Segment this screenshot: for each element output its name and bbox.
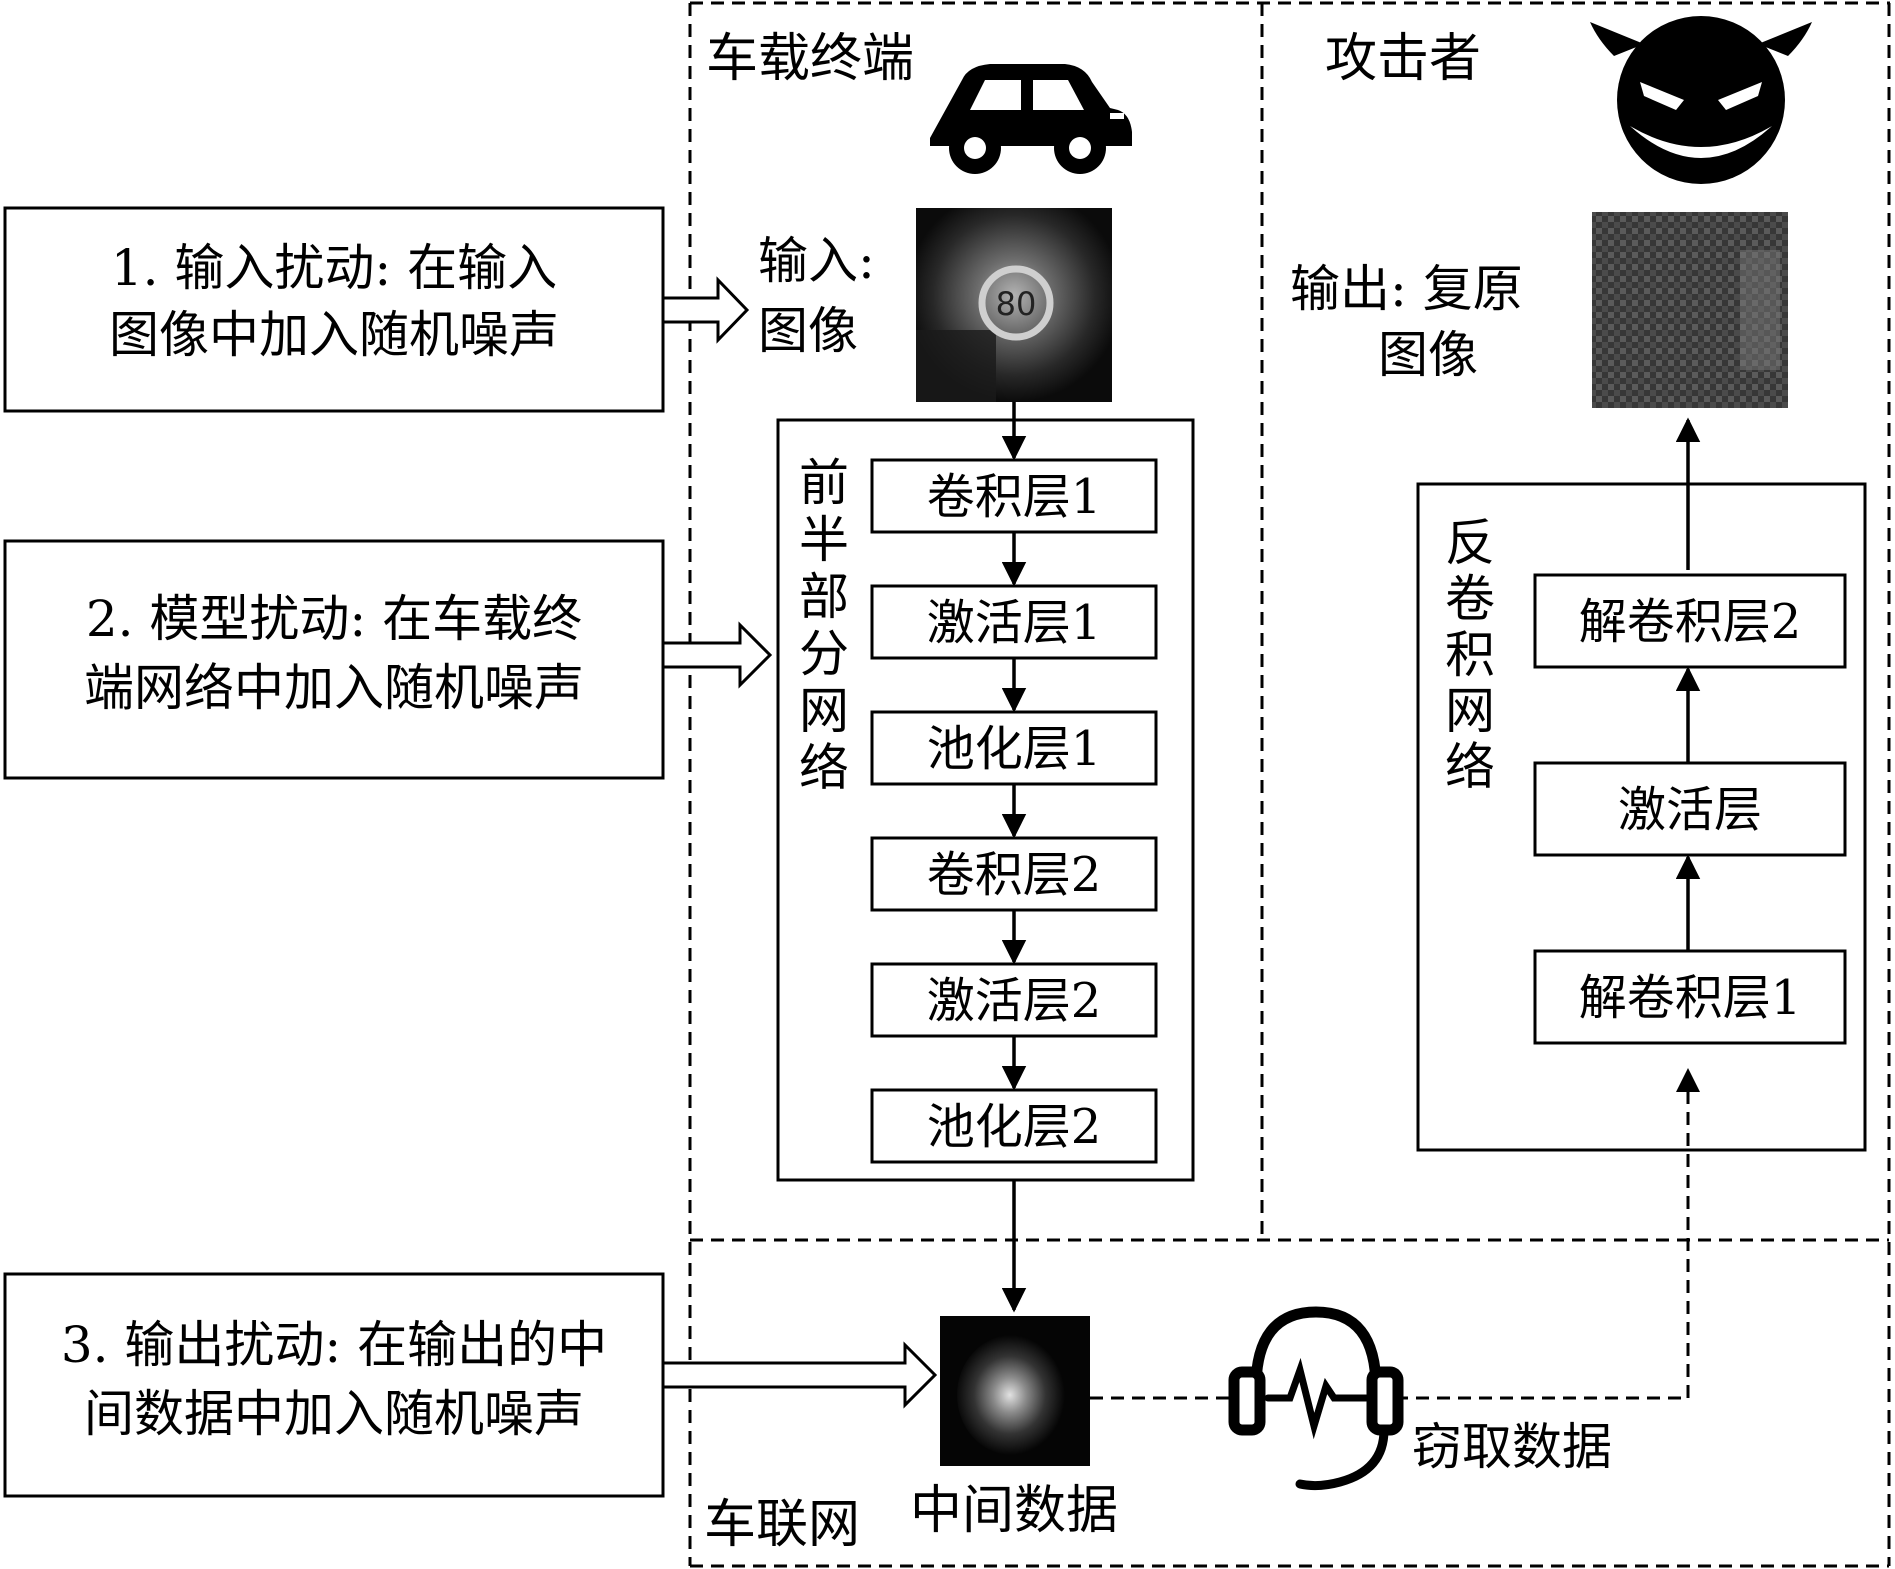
- deconv-layer-label: 解卷积层2: [1579, 594, 1802, 650]
- deconv-network-title-char: 络: [1445, 738, 1495, 796]
- perturbation-box-3: 3. 输出扰动: 在输出的中 间数据中加入随机噪声: [3, 1272, 665, 1498]
- front-network-title-char: 网: [799, 682, 849, 740]
- perturbation-3-line-2: 间数据中加入随机噪声: [84, 1385, 584, 1443]
- input-image: 80: [916, 208, 1112, 402]
- devil-face-icon: [1590, 16, 1812, 184]
- input-label-line-1: 输入:: [758, 232, 875, 290]
- perturbation-box-1: 1. 输入扰动: 在输入 图像中加入随机噪声: [3, 206, 665, 413]
- front-layer-box: [870, 584, 1158, 660]
- perturbation-2-line-2: 端网络中加入随机噪声: [84, 659, 584, 717]
- deconv-layer-box: [1533, 949, 1847, 1045]
- network-title: 车联网: [704, 1495, 860, 1555]
- output-label-line-1: 输出: 复原: [1290, 260, 1523, 318]
- deconv-layer-box: [1533, 761, 1847, 857]
- deconv-network-title-char: 卷: [1445, 570, 1495, 628]
- deconv-layer-label: 激活层: [1618, 782, 1762, 838]
- svg-text:80: 80: [996, 285, 1037, 323]
- front-network-box: [776, 418, 1195, 1182]
- front-layer-box: [870, 1088, 1158, 1164]
- output-image: [1592, 212, 1788, 408]
- input-label-line-2: 图像: [758, 302, 858, 360]
- deconv-network-box: [1416, 482, 1867, 1152]
- perturbation-1-arrow: [661, 276, 750, 344]
- hollow-arrows: [661, 276, 938, 1409]
- deconv-network-title-char: 网: [1445, 682, 1495, 740]
- perturbation-1-line-2: 图像中加入随机噪声: [109, 306, 559, 364]
- front-network-title-char: 半: [799, 511, 849, 569]
- perturbation-box-2: 2. 模型扰动: 在车载终 端网络中加入随机噪声: [3, 539, 665, 780]
- front-layer-box: [870, 962, 1158, 1038]
- front-network-title-char: 部: [799, 568, 849, 626]
- front-layer-box: [870, 710, 1158, 786]
- front-layer-label: 池化层2: [927, 1099, 1102, 1155]
- front-network-title-char: 络: [799, 739, 849, 797]
- perturbation-3-arrow: [661, 1341, 938, 1409]
- output-label-line-2: 图像: [1378, 326, 1478, 384]
- perturbation-2-line-1: 2. 模型扰动: 在车载终: [86, 590, 582, 648]
- front-layer-label: 池化层1: [927, 721, 1102, 777]
- perturbation-3-line-1: 3. 输出扰动: 在输出的中: [61, 1316, 607, 1374]
- attacker-title: 攻击者: [1325, 29, 1481, 89]
- front-network-title-char: 前: [799, 454, 849, 512]
- front-network-layers: 卷积层1 激活层1 池化层1 卷积层2 激活层2 池化层2: [870, 458, 1158, 1164]
- front-layer-label: 激活层1: [927, 595, 1102, 651]
- deconv-layer-label: 解卷积层1: [1579, 970, 1802, 1026]
- front-layer-label: 卷积层1: [927, 469, 1102, 525]
- deconv-network-title-char: 积: [1445, 626, 1495, 684]
- perturbation-2-arrow: [661, 621, 773, 689]
- steal-data-label: 窃取数据: [1412, 1418, 1612, 1476]
- vehicle-terminal-title: 车载终端: [706, 29, 914, 89]
- deconv-layer-box: [1533, 573, 1847, 669]
- speed-sign-ring: [978, 265, 1054, 341]
- front-network-title-char: 分: [799, 625, 849, 683]
- eavesdrop-path: [1090, 1090, 1690, 1400]
- front-layer-label: 激活层2: [927, 973, 1102, 1029]
- deconv-network-title-char: 反: [1445, 514, 1495, 572]
- front-layer-box: [870, 458, 1158, 534]
- eavesdrop-headphone-icon: [1228, 1306, 1404, 1491]
- front-layer-label: 卷积层2: [927, 847, 1102, 903]
- eavesdrop-arrowhead: [1676, 1068, 1700, 1092]
- intermediate-data-image: [940, 1316, 1090, 1466]
- intermediate-data-label: 中间数据: [910, 1481, 1118, 1541]
- perturbation-1-line-1: 1. 输入扰动: 在输入: [111, 239, 557, 297]
- car-icon: [930, 64, 1132, 174]
- region-borders: [688, 1, 1891, 1568]
